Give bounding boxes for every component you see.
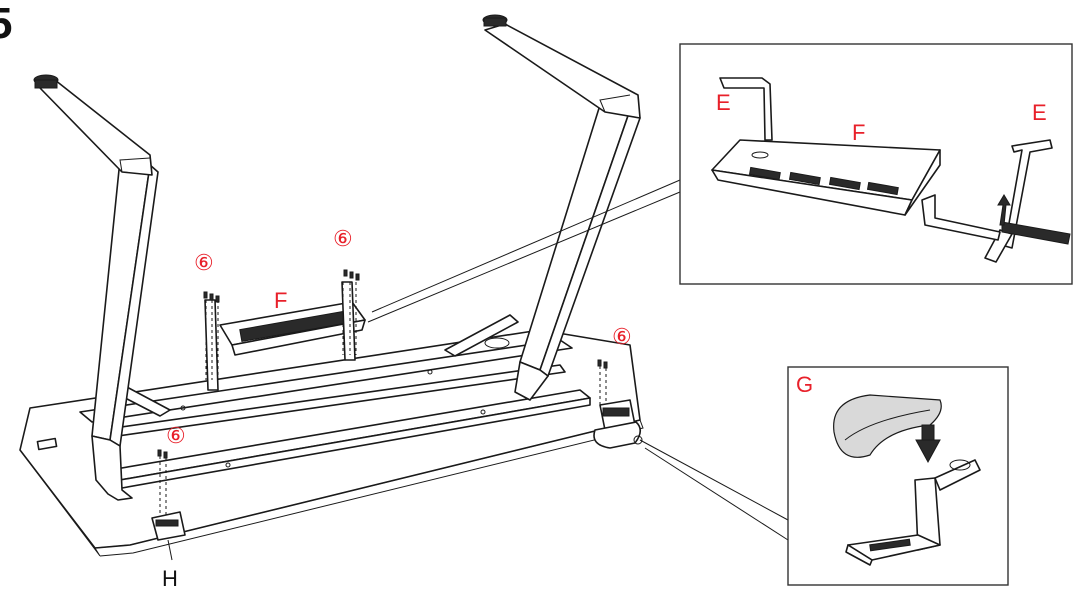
detail-tray-bracket	[679, 43, 1073, 285]
left-leg	[33, 74, 159, 501]
screw-count-label-2: ⑥	[333, 226, 353, 251]
holder-g-label: G	[796, 372, 813, 397]
tray-f-detail-label: F	[852, 120, 865, 145]
detail-holder	[787, 366, 1009, 586]
screw-count-label-3: ⑥	[612, 324, 632, 349]
tray-slots	[748, 166, 899, 196]
hook-assembled	[151, 511, 186, 561]
holder-assembled	[593, 399, 643, 449]
hook-h-label: H	[162, 566, 178, 591]
part-labels: ⑥ ⑥ ⑥ ⑥ F H E F E G	[162, 90, 1047, 591]
screws	[157, 269, 608, 520]
right-leg	[482, 14, 641, 401]
cable-tray-assembled	[204, 281, 366, 391]
screw-count-label-4: ⑥	[166, 423, 186, 448]
step-number: 5	[0, 0, 12, 48]
frame-rails	[79, 314, 591, 489]
screw-count-label-1: ⑥	[194, 250, 214, 275]
bracket-e-label-right: E	[1032, 100, 1047, 125]
tray-f-label: F	[274, 288, 287, 313]
bracket-e-label-left: E	[716, 90, 731, 115]
